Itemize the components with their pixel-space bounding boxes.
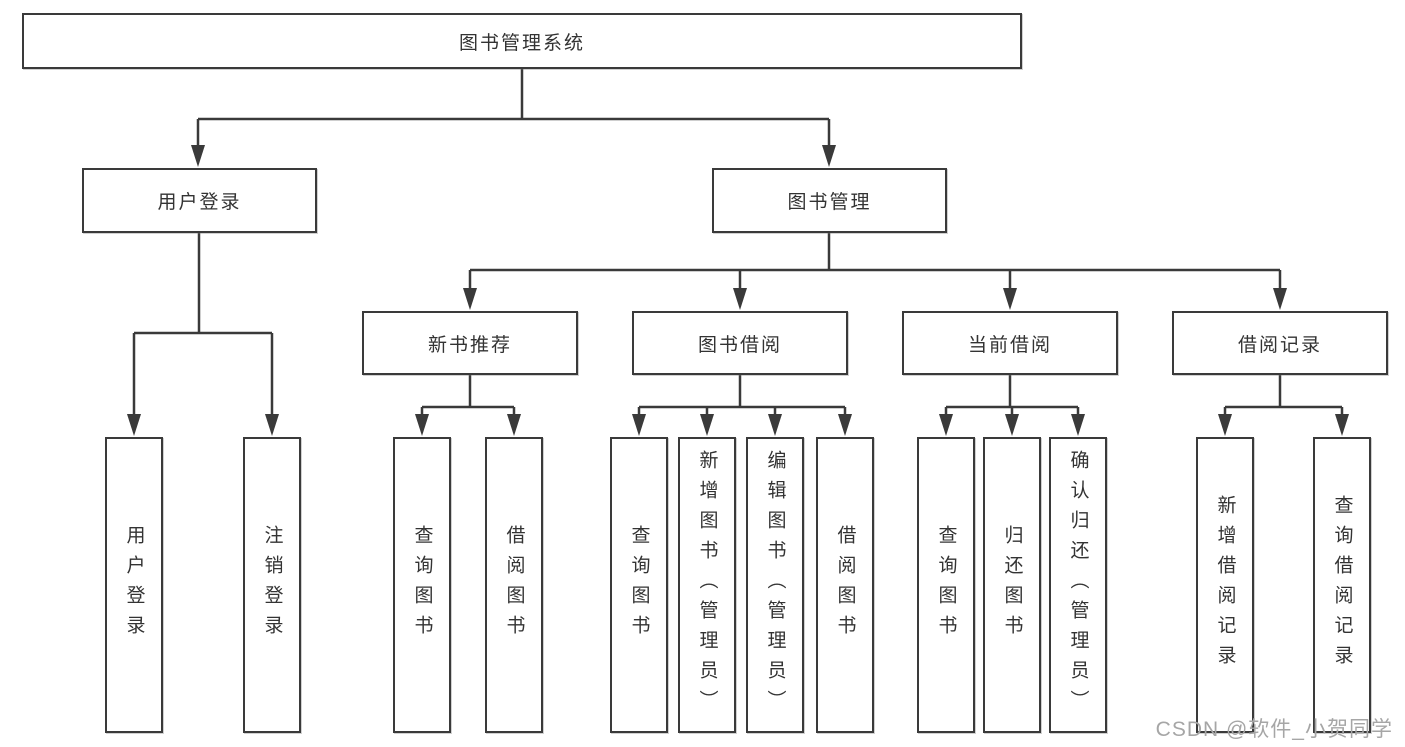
node-label: 用户登录 [157, 192, 242, 213]
leaf-borrow-books-recommend: 借阅图书 [485, 437, 543, 733]
node-label: 当前借阅 [967, 334, 1052, 356]
leaf-label: 借阅图书 [834, 525, 856, 645]
leaf-label: 确认归还（管理员） [1067, 450, 1089, 720]
leaf-label: 归还图书 [1001, 525, 1023, 645]
node-label: 图书管理系统 [458, 32, 585, 54]
leaf-query-books-current: 查询图书 [917, 437, 975, 733]
leaf-label: 编辑图书（管理员） [764, 450, 786, 720]
leaf-label: 注销登录 [261, 525, 283, 645]
node-book-management-branch: 图书管理 [712, 168, 947, 233]
connector-stems [132, 69, 1344, 417]
node-borrowing-records: 借阅记录 [1172, 311, 1388, 375]
node-user-login-branch: 用户登录 [82, 168, 317, 233]
leaf-label: 查询图书 [935, 525, 957, 645]
csdn-watermark: CSDN @软件_小贺同学 [1155, 718, 1393, 741]
leaf-label: 新增图书（管理员） [696, 450, 718, 720]
leaf-edit-book-admin: 编辑图书（管理员） [746, 437, 804, 733]
leaf-label: 查询借阅记录 [1331, 495, 1353, 675]
leaf-query-books-recommend: 查询图书 [393, 437, 451, 733]
node-label: 图书管理 [787, 192, 872, 213]
leaf-label: 查询图书 [628, 525, 650, 645]
node-label: 图书借阅 [697, 334, 782, 356]
node-label: 借阅记录 [1237, 334, 1322, 356]
leaf-user-login: 用户登录 [105, 437, 163, 733]
node-system-root: 图书管理系统 [22, 13, 1022, 69]
node-book-borrowing: 图书借阅 [632, 311, 848, 375]
leaf-confirm-return-admin: 确认归还（管理员） [1049, 437, 1107, 733]
leaf-label: 借阅图书 [503, 525, 525, 645]
leaf-query-borrow-record: 查询借阅记录 [1313, 437, 1371, 733]
node-label: 新书推荐 [427, 334, 512, 356]
leaf-label: 用户登录 [123, 525, 145, 645]
leaf-borrow-books-borrowing: 借阅图书 [816, 437, 874, 733]
leaf-logout: 注销登录 [243, 437, 301, 733]
node-new-book-recommend: 新书推荐 [362, 311, 578, 375]
leaf-label: 查询图书 [411, 525, 433, 645]
leaf-label: 新增借阅记录 [1214, 495, 1236, 675]
leaf-query-books-borrowing: 查询图书 [610, 437, 668, 733]
node-current-borrowing: 当前借阅 [902, 311, 1118, 375]
arrowhead-icons [127, 145, 1349, 436]
leaf-add-book-admin: 新增图书（管理员） [678, 437, 736, 733]
leaf-add-borrow-record: 新增借阅记录 [1196, 437, 1254, 733]
leaf-return-book: 归还图书 [983, 437, 1041, 733]
